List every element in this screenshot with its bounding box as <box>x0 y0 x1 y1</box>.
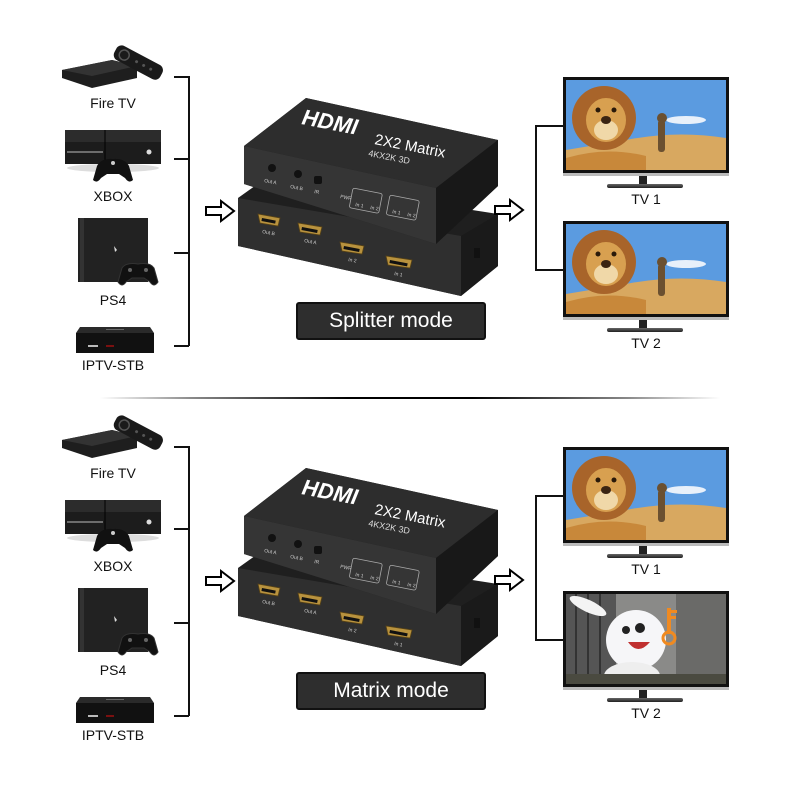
ps4-icon <box>78 218 159 286</box>
port-label: Out B <box>262 599 276 607</box>
indicator-label: In 1 <box>392 579 402 587</box>
port-label: Out A <box>304 238 318 246</box>
output-label: TV 1 <box>631 561 661 577</box>
tv-2 <box>563 221 729 335</box>
source-label: Fire TV <box>90 465 136 481</box>
bracket-tick <box>174 345 189 347</box>
bracket-tick <box>535 495 563 497</box>
tv-stand <box>639 176 647 184</box>
bracket-tick <box>174 158 189 160</box>
source-label: XBOX <box>93 558 133 574</box>
port-label: Out A <box>304 608 318 616</box>
fire-tv-icon <box>62 415 163 458</box>
bracket-tick <box>174 76 189 78</box>
bracket-tick <box>174 446 189 448</box>
indicator-label: In 1 <box>392 209 402 217</box>
tv-2 <box>563 591 729 705</box>
tv-stand <box>639 320 647 328</box>
bracket-tick <box>174 622 189 624</box>
bracket-line <box>188 446 190 716</box>
button-label: Out B <box>290 554 304 562</box>
tv-screen <box>563 221 729 317</box>
output-label: TV 2 <box>631 705 661 721</box>
ps4-icon <box>78 588 159 656</box>
hdmi-matrix-device: HDMI 2X2 Matrix 4KX2K 3D Out A Out B IR … <box>238 468 498 666</box>
source-label: PS4 <box>99 292 127 308</box>
mode-label: Matrix mode <box>296 672 486 710</box>
bracket-line <box>188 76 190 346</box>
bracket-tick <box>174 252 189 254</box>
input-arrow-icon <box>205 568 236 594</box>
source-label: XBOX <box>93 188 133 204</box>
bracket-tick <box>174 528 189 530</box>
tv-screen <box>563 77 729 173</box>
port-label: In 2 <box>348 257 358 265</box>
lion-scene-icon <box>566 80 726 170</box>
tv-screen <box>563 447 729 543</box>
indicator-label: In 2 <box>370 575 380 583</box>
source-label: Fire TV <box>90 95 136 111</box>
indicator-label: In 2 <box>407 212 417 220</box>
output-label: TV 1 <box>631 191 661 207</box>
indicator-label: In 2 <box>407 582 417 590</box>
bracket-tick <box>174 715 189 717</box>
bracket-tick <box>535 639 563 641</box>
button-label: Out A <box>264 178 278 186</box>
rabbit-scene-icon <box>566 594 726 684</box>
bracket-tick <box>535 269 563 271</box>
button-label: Out B <box>290 184 304 192</box>
button-label: PWR <box>340 564 353 572</box>
port-label: In 2 <box>348 627 358 635</box>
xbox-icon <box>65 500 161 552</box>
port-label: In 1 <box>394 641 404 649</box>
output-arrow-icon <box>494 197 525 223</box>
iptv-stb-icon <box>76 327 154 353</box>
tv-1 <box>563 77 729 191</box>
tv-stand <box>639 546 647 554</box>
hdmi-matrix-device: HDMI 2X2 Matrix 4KX2K 3D Out A Out B IR … <box>238 98 498 296</box>
output-arrow-icon <box>494 567 525 593</box>
splitter-mode-section: Fire TV XBOX PS4 <box>62 45 729 373</box>
mode-label: Splitter mode <box>296 302 486 340</box>
button-label: PWR <box>340 194 353 202</box>
source-label: PS4 <box>99 662 127 678</box>
button-label: Out A <box>264 548 278 556</box>
matrix-mode-section: Fire TV XBOX PS4 <box>0 370 800 770</box>
port-label: Out B <box>262 229 276 237</box>
indicator-label: In 1 <box>355 572 365 580</box>
indicator-label: In 1 <box>355 202 365 210</box>
output-label: TV 2 <box>631 335 661 351</box>
tv-stand <box>639 690 647 698</box>
source-label: IPTV-STB <box>81 727 145 743</box>
lion-scene-icon <box>566 450 726 540</box>
input-arrow-icon <box>205 198 236 224</box>
tv-1 <box>563 447 729 561</box>
xbox-icon <box>65 130 161 182</box>
bracket-line <box>535 495 537 641</box>
fire-tv-icon <box>62 45 163 88</box>
indicator-label: In 2 <box>370 205 380 213</box>
button-label: IR <box>314 559 320 566</box>
source-label: IPTV-STB <box>81 357 145 373</box>
button-label: IR <box>314 189 320 196</box>
tv-screen <box>563 591 729 687</box>
iptv-stb-icon <box>76 697 154 723</box>
lion-scene-icon <box>566 224 726 314</box>
bracket-line <box>535 125 537 271</box>
port-label: In 1 <box>394 271 404 279</box>
section-separator <box>100 397 720 399</box>
bracket-tick <box>535 125 563 127</box>
